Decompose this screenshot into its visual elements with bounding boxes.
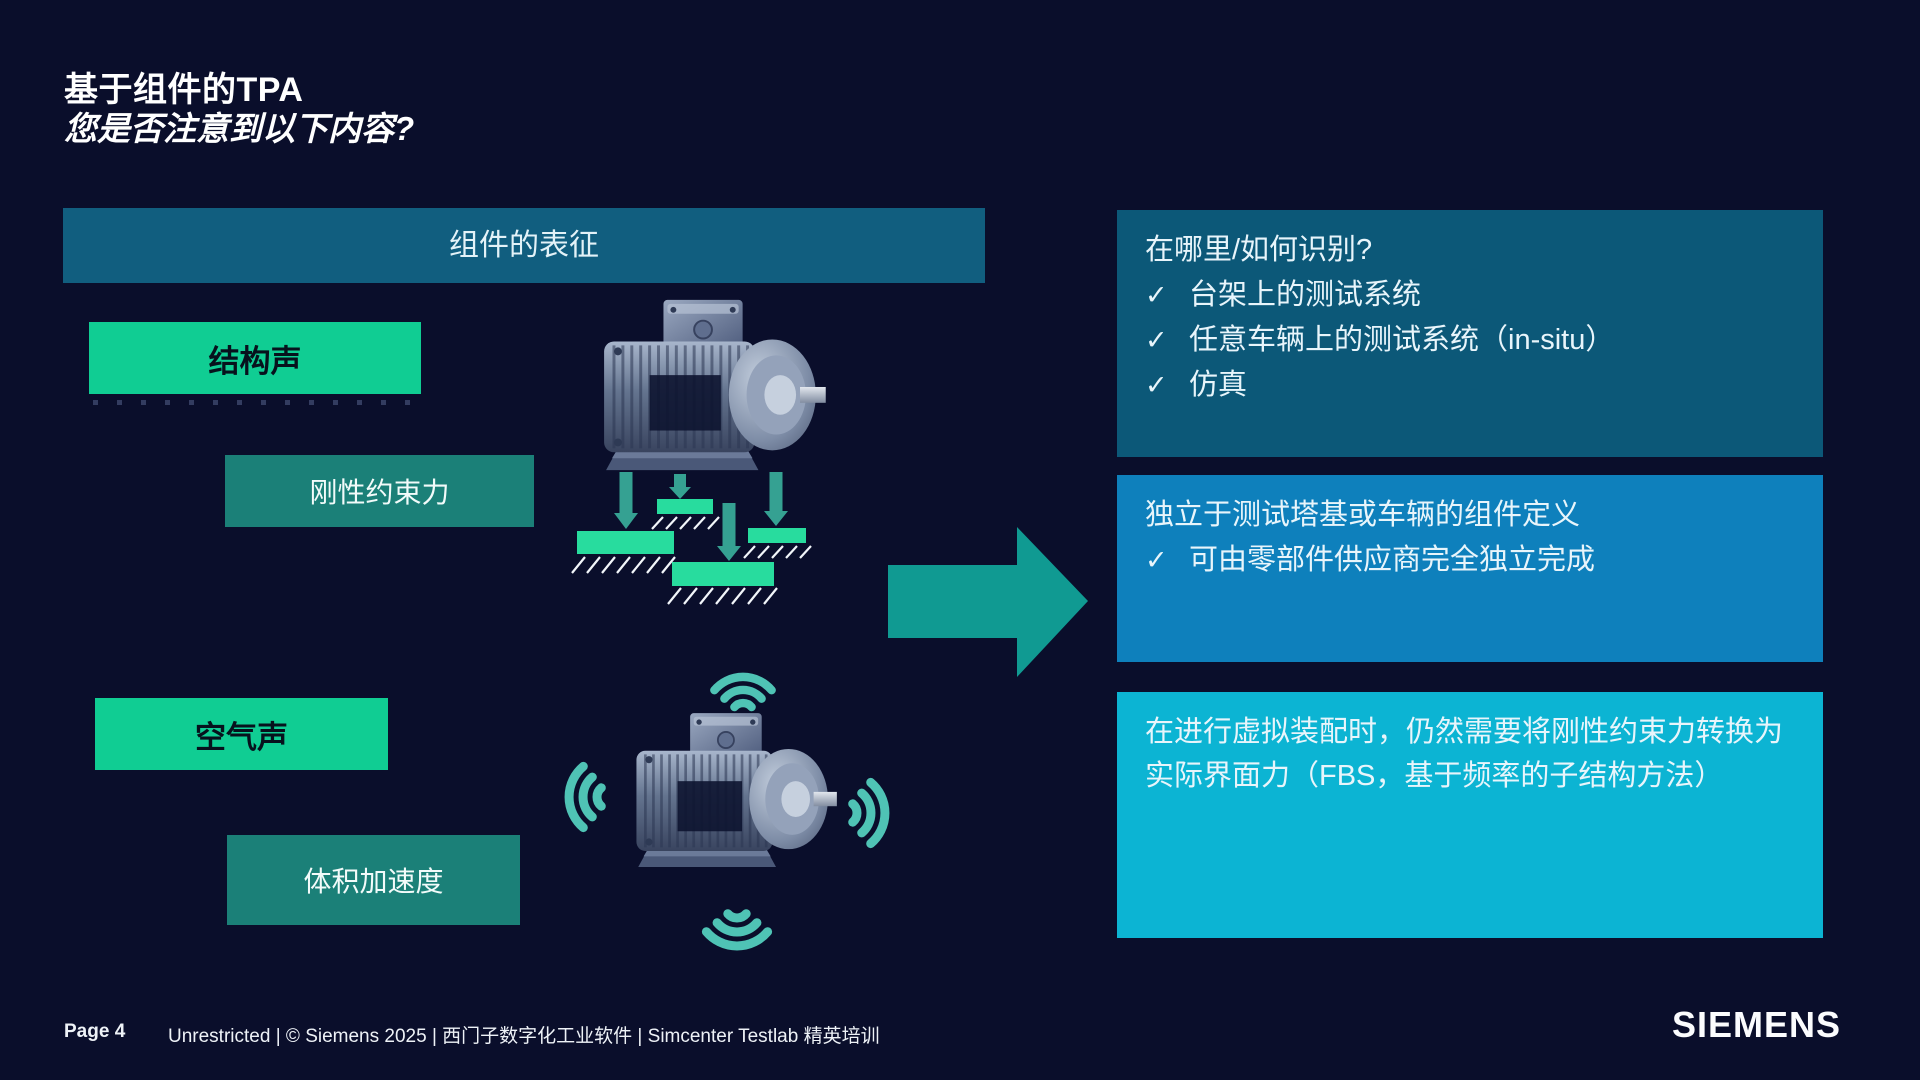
- footer: Page 4 Unrestricted | © Siemens 2025 | 西…: [64, 1021, 880, 1048]
- check-item: ✓ 任意车辆上的测试系统（in-situ）: [1145, 318, 1793, 363]
- airborne-sound-label: 空气声: [95, 698, 388, 770]
- panel-title: 在哪里/如何识别?: [1145, 234, 1373, 266]
- check-item: ✓ 仿真: [1145, 363, 1793, 408]
- sound-wave-icon-right: [841, 773, 903, 853]
- sound-wave-icon-left: [551, 757, 613, 837]
- check-item: ✓ 台架上的测试系统: [1145, 273, 1793, 318]
- dotted-divider: [93, 400, 429, 405]
- panel-title: 独立于测试塔基或车辆的组件定义: [1145, 499, 1581, 531]
- big-right-arrow-icon: [888, 527, 1088, 677]
- ground-support-blocks: [577, 499, 806, 586]
- motor-image-airborne: [622, 706, 837, 876]
- check-icon: ✓: [1145, 545, 1168, 575]
- check-text: 仿真: [1189, 369, 1248, 401]
- force-arrows-and-supports: [571, 472, 812, 605]
- down-force-arrow-icons: [614, 472, 788, 561]
- component-header-bar: 组件的表征: [63, 208, 985, 283]
- sound-wave-icon-bottom: [697, 902, 777, 964]
- page-title: 基于组件的TPA: [64, 71, 304, 109]
- check-text: 任意车辆上的测试系统（in-situ）: [1189, 324, 1615, 356]
- panel-title: 在进行虚拟装配时，仍然需要将刚性约束力转换为实际界面力（FBS，基于频率的子结构…: [1145, 716, 1784, 792]
- motor-image-structure: [588, 292, 826, 480]
- volume-acceleration-label: 体积加速度: [227, 835, 520, 925]
- rigid-constraint-force-label: 刚性约束力: [225, 455, 534, 527]
- page-subtitle: 您是否注意到以下内容?: [64, 110, 415, 147]
- sound-wave-icon-top: [705, 660, 781, 718]
- panel-independent-definition: 独立于测试塔基或车辆的组件定义 ✓ 可由零部件供应商完全独立完成: [1117, 475, 1823, 662]
- panel-identify: 在哪里/如何识别? ✓ 台架上的测试系统 ✓ 任意车辆上的测试系统（in-sit…: [1117, 210, 1823, 457]
- footer-page-number: Page 4: [64, 1021, 126, 1042]
- check-icon: ✓: [1145, 370, 1168, 400]
- check-text: 台架上的测试系统: [1189, 279, 1422, 311]
- check-icon: ✓: [1145, 325, 1168, 355]
- check-icon: ✓: [1145, 280, 1168, 310]
- check-text: 可由零部件供应商完全独立完成: [1189, 544, 1596, 576]
- footer-text: Unrestricted | © Siemens 2025 | 西门子数字化工业…: [168, 1026, 880, 1047]
- hatch-marks: [571, 516, 812, 605]
- panel-virtual-assembly: 在进行虚拟装配时，仍然需要将刚性约束力转换为实际界面力（FBS，基于频率的子结构…: [1117, 692, 1823, 938]
- check-item: ✓ 可由零部件供应商完全独立完成: [1145, 538, 1793, 583]
- structure-sound-label: 结构声: [89, 322, 421, 394]
- siemens-logo: SIEMENS: [1672, 1004, 1842, 1045]
